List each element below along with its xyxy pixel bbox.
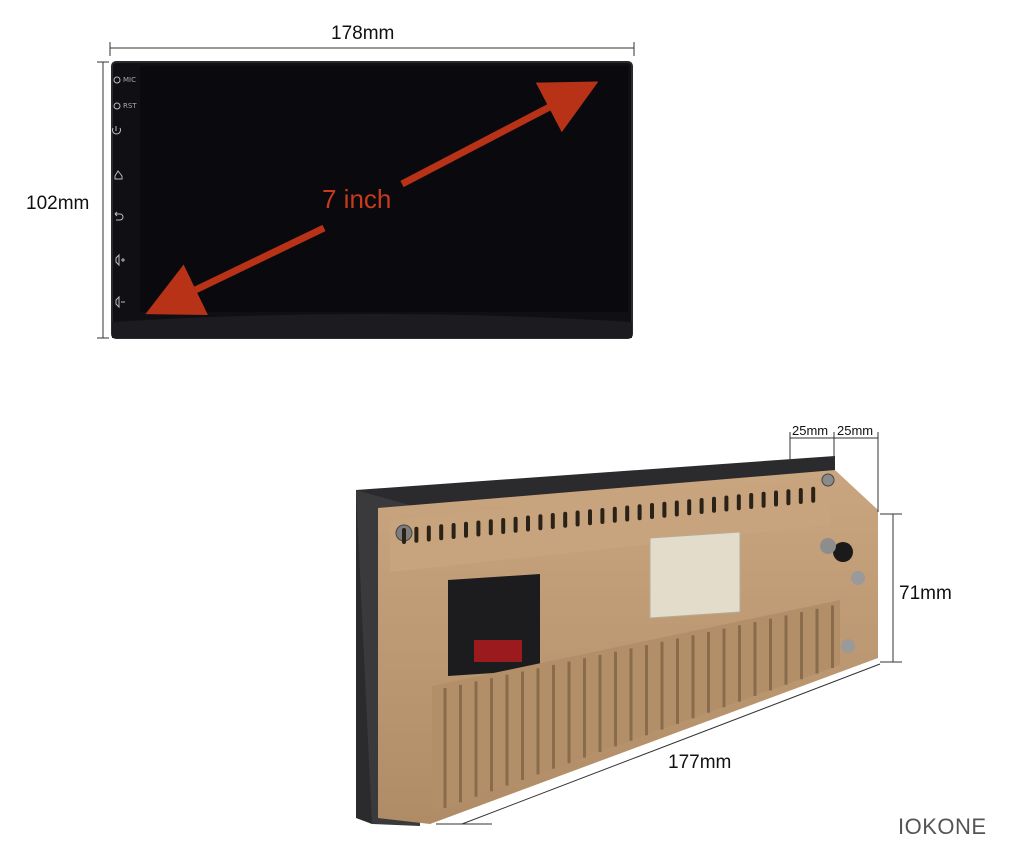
vent-slot bbox=[749, 493, 754, 509]
vent-slot bbox=[712, 496, 716, 513]
vent-slot bbox=[650, 503, 654, 519]
vent-slot bbox=[774, 490, 778, 507]
rear-depth-label-a: 25mm bbox=[792, 423, 829, 438]
vent-slot bbox=[736, 494, 741, 511]
rear-height-label: 71mm bbox=[899, 583, 952, 604]
rst-label: RST bbox=[123, 102, 137, 110]
vent-slot bbox=[674, 500, 679, 517]
vent-slot bbox=[761, 491, 766, 508]
vent-slot bbox=[526, 515, 530, 532]
diagonal-arrow bbox=[145, 81, 599, 315]
screen-diagonal-label: 7 inch bbox=[322, 184, 392, 214]
vent-slot bbox=[513, 516, 518, 533]
vent-slot bbox=[488, 519, 493, 536]
vent-slot bbox=[612, 506, 617, 523]
front-height-label: 102mm bbox=[26, 193, 90, 214]
vent-slot bbox=[600, 508, 605, 524]
vent-slot bbox=[588, 509, 592, 526]
vent-slot bbox=[575, 510, 580, 527]
vent-slot bbox=[699, 498, 704, 514]
front-height-dimension bbox=[97, 61, 109, 339]
vent-slot bbox=[501, 518, 506, 534]
brand-watermark: IOKONE bbox=[898, 814, 987, 839]
vent-slot bbox=[414, 526, 419, 543]
head-unit-rear bbox=[356, 456, 878, 826]
vent-slot bbox=[464, 521, 468, 538]
vent-slot bbox=[426, 525, 431, 542]
vent-slot bbox=[724, 495, 729, 512]
vent-slot bbox=[786, 489, 791, 506]
rear-width-dimension bbox=[436, 663, 881, 825]
front-width-label: 178mm bbox=[331, 23, 395, 44]
vent-slot bbox=[550, 513, 555, 529]
rear-width-label: 177mm bbox=[668, 752, 732, 773]
rear-depth-label-b: 25mm bbox=[837, 423, 874, 438]
vent-slot bbox=[811, 486, 816, 503]
vent-slot bbox=[625, 505, 630, 522]
front-width-dimension bbox=[109, 42, 635, 56]
vent-slot bbox=[538, 514, 543, 531]
rear-upper-vents bbox=[402, 486, 816, 544]
rear-depth-dimension bbox=[789, 432, 879, 512]
rear-heatsink-fins bbox=[443, 605, 834, 808]
side-button-column bbox=[112, 76, 125, 309]
rear-height-dimension bbox=[880, 513, 902, 663]
vent-slot bbox=[451, 523, 456, 539]
vent-slot bbox=[476, 520, 481, 537]
vent-slot bbox=[798, 488, 803, 504]
vent-slot bbox=[687, 499, 692, 516]
vent-slot bbox=[662, 501, 667, 518]
vent-slot bbox=[402, 528, 406, 544]
mic-label: MIC bbox=[123, 76, 136, 84]
vent-slot bbox=[637, 504, 642, 521]
vent-slot bbox=[439, 524, 444, 541]
vent-slot bbox=[563, 511, 568, 528]
